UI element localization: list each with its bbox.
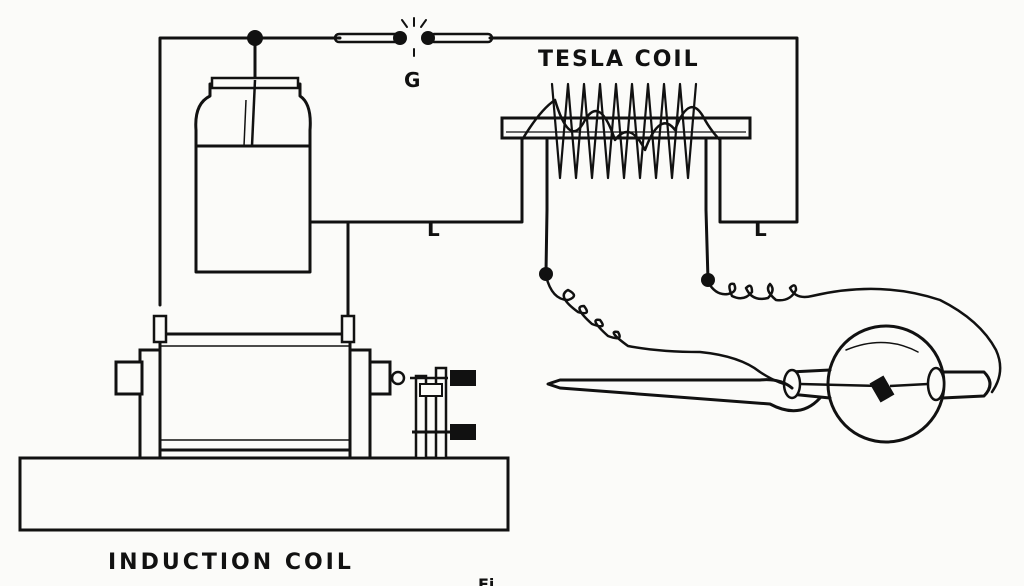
figure-caption-fragment: Fi <box>478 575 494 586</box>
spark-gap: G <box>333 17 494 92</box>
leyden-jar <box>194 76 312 274</box>
spark-icon <box>401 17 427 57</box>
induction-coil-label: INDUCTION COIL <box>108 550 354 575</box>
coiled-leads <box>544 274 1002 394</box>
tesla-coil: TESLA COIL <box>500 47 752 180</box>
circuit-wires <box>158 36 799 320</box>
interrupter <box>410 366 476 460</box>
gap-label: G <box>404 68 420 92</box>
lead-label-left: L <box>427 217 440 241</box>
spark-gap-ball-right <box>421 31 435 45</box>
xray-tube <box>546 324 992 444</box>
tesla-coil-tube <box>500 116 752 140</box>
lead-label-right: L <box>754 217 767 241</box>
terminal-dot-right <box>701 273 715 287</box>
junction-dot <box>247 30 263 46</box>
induction-coil-base <box>18 456 510 532</box>
terminal-dot-left <box>539 267 553 281</box>
induction-coil: INDUCTION COIL <box>18 314 510 575</box>
spark-gap-ball-left <box>393 31 407 45</box>
tesla-coil-label: TESLA COIL <box>538 47 700 72</box>
